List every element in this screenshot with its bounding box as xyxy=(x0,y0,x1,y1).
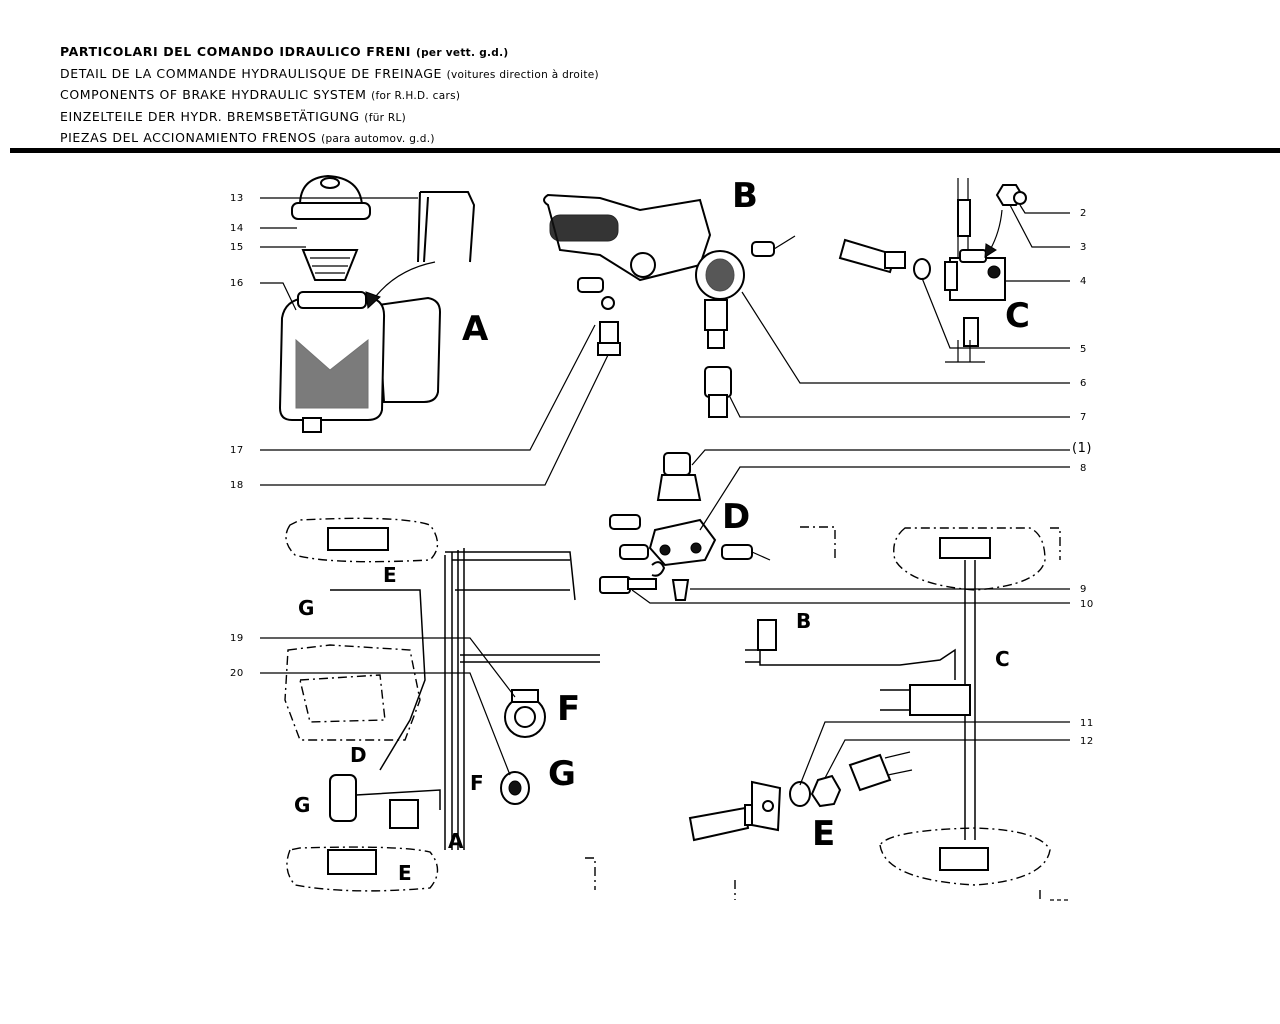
callout-5: 5 xyxy=(1080,344,1087,355)
callout-8: 8 xyxy=(1080,463,1087,474)
front-label-g2: G xyxy=(294,793,310,817)
callout-11: 11 xyxy=(1080,718,1094,729)
callout-3: 3 xyxy=(1080,242,1087,253)
callout-2: 2 xyxy=(1080,208,1087,219)
header-rule xyxy=(10,148,1280,153)
header-line-es: PIEZAS DEL ACCIONAMIENTO FRENOS (para au… xyxy=(60,130,435,145)
front-label-e1: E xyxy=(383,563,397,587)
callout-16: 16 xyxy=(230,278,244,289)
reservoir-icon xyxy=(278,174,476,433)
header-line-it: PARTICOLARI DEL COMANDO IDRAULICO FRENI … xyxy=(60,44,509,59)
four-way-union-icon xyxy=(838,178,1027,363)
callout-19: 19 xyxy=(230,633,244,644)
leader-lines xyxy=(260,197,1070,786)
rear-label-b: B xyxy=(796,609,811,633)
callout-4: 4 xyxy=(1080,276,1087,287)
callout-18: 18 xyxy=(230,480,244,491)
header-line-en: COMPONENTS OF BRAKE HYDRAULIC SYSTEM (fo… xyxy=(60,87,461,102)
pressure-valve-icon xyxy=(543,193,796,418)
header-line-fr: DETAIL DE LA COMMANDE HYDRAULISQUE DE FR… xyxy=(60,65,599,81)
group-label-b: B xyxy=(732,176,758,216)
callout-1: (1) xyxy=(1072,441,1092,456)
header-line-de: EINZELTEILE DER HYDR. BREMSBETÄTIGUNG (f… xyxy=(60,108,407,124)
front-label-e2: E xyxy=(398,861,412,885)
clip-icon xyxy=(504,689,546,738)
group-label-e: E xyxy=(812,814,835,854)
callout-10: 10 xyxy=(1080,599,1094,610)
front-label-f: F xyxy=(470,771,484,795)
page-header: PARTICOLARI DEL COMANDO IDRAULICO FRENI … xyxy=(60,42,1260,150)
callout-20: 20 xyxy=(230,668,244,679)
group-label-d: D xyxy=(722,497,750,537)
callout-17: 17 xyxy=(230,445,244,456)
front-label-d: D xyxy=(350,743,367,767)
switch-icon xyxy=(599,452,771,601)
callout-numbers: 13 14 15 16 17 18 19 20 2 3 4 5 6 7 (1) … xyxy=(230,193,1094,747)
group-label-f: F xyxy=(557,689,580,729)
front-label-a: A xyxy=(448,829,464,853)
callout-12: 12 xyxy=(1080,736,1094,747)
rear-axle-view xyxy=(688,526,1070,901)
callout-9: 9 xyxy=(1080,584,1087,595)
callout-7: 7 xyxy=(1080,412,1087,423)
front-car-view xyxy=(284,517,600,892)
group-label-c: C xyxy=(1005,296,1030,336)
callout-14: 14 xyxy=(230,223,244,234)
callout-15: 15 xyxy=(230,242,244,253)
callout-6: 6 xyxy=(1080,378,1087,389)
front-label-g1: G xyxy=(298,596,314,620)
rear-label-c: C xyxy=(995,647,1010,671)
grommet-icon xyxy=(500,771,530,805)
callout-13: 13 xyxy=(230,193,244,204)
group-label-a: A xyxy=(462,309,489,349)
group-label-g: G xyxy=(548,754,576,794)
